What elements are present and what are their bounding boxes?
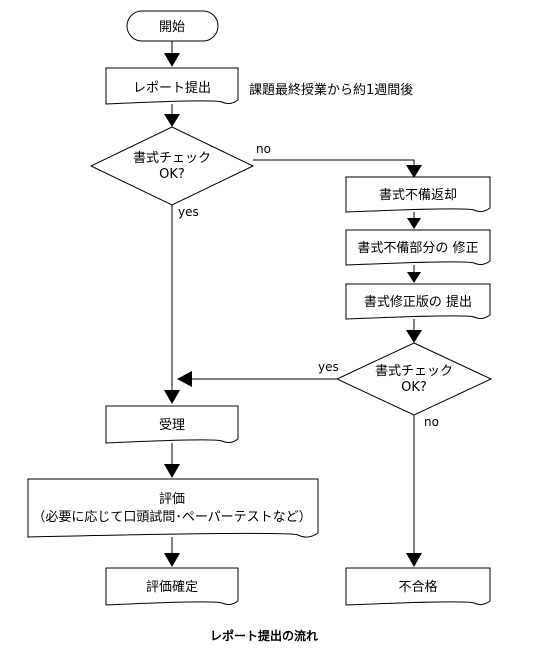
arrowhead <box>164 114 180 127</box>
arrowhead <box>407 218 421 229</box>
check1-label-line2: OK? <box>159 167 185 182</box>
fail-box <box>345 567 491 606</box>
confirm-box <box>105 567 239 606</box>
evaluate-label-line1: 評価 <box>159 492 185 507</box>
arrowhead <box>164 390 180 404</box>
fix-label: 書式不備部分の 修正 <box>357 240 478 256</box>
submit-note: 課題最終授業から約1週間後 <box>249 82 413 98</box>
resubmit-box <box>345 283 491 320</box>
check2-label-line1: 書式チェック <box>375 364 453 379</box>
check1-no-label: no <box>256 142 271 156</box>
arrowhead <box>177 371 192 387</box>
check1-yes-label: yes <box>178 205 199 219</box>
return-label: 書式不備返却 <box>379 187 457 203</box>
arrowhead <box>407 272 421 283</box>
check1-diamond <box>89 126 255 206</box>
arrowhead <box>164 53 180 67</box>
fix-box <box>345 229 491 266</box>
evaluate-box <box>27 478 319 538</box>
arrowhead <box>406 330 422 343</box>
submit-box <box>105 67 239 105</box>
check2-label-line2: OK? <box>401 380 427 395</box>
arrowhead <box>406 165 422 178</box>
fail-label: 不合格 <box>398 579 437 595</box>
check2-yes-label: yes <box>318 360 339 374</box>
arrowhead <box>164 464 180 478</box>
confirm-label: 評価確定 <box>146 579 198 595</box>
start-label: 開始 <box>159 20 185 35</box>
check2-no-label: no <box>424 415 439 429</box>
edge-check1-no <box>253 159 415 165</box>
submit-label: レポート提出 <box>133 80 211 96</box>
evaluate-label-line2: （必要に応じて口頭試問･ペーパーテストなど） <box>32 509 311 525</box>
accept-label: 受理 <box>159 418 185 433</box>
arrowhead <box>164 553 180 567</box>
check2-diamond <box>335 342 493 416</box>
arrowhead <box>406 553 422 567</box>
resubmit-label: 書式修正版の 提出 <box>364 294 472 310</box>
diagram-caption: レポート提出の流れ <box>210 628 318 643</box>
accept-box <box>105 405 239 444</box>
return-box <box>345 176 491 213</box>
check1-label-line1: 書式チェック <box>133 151 211 166</box>
